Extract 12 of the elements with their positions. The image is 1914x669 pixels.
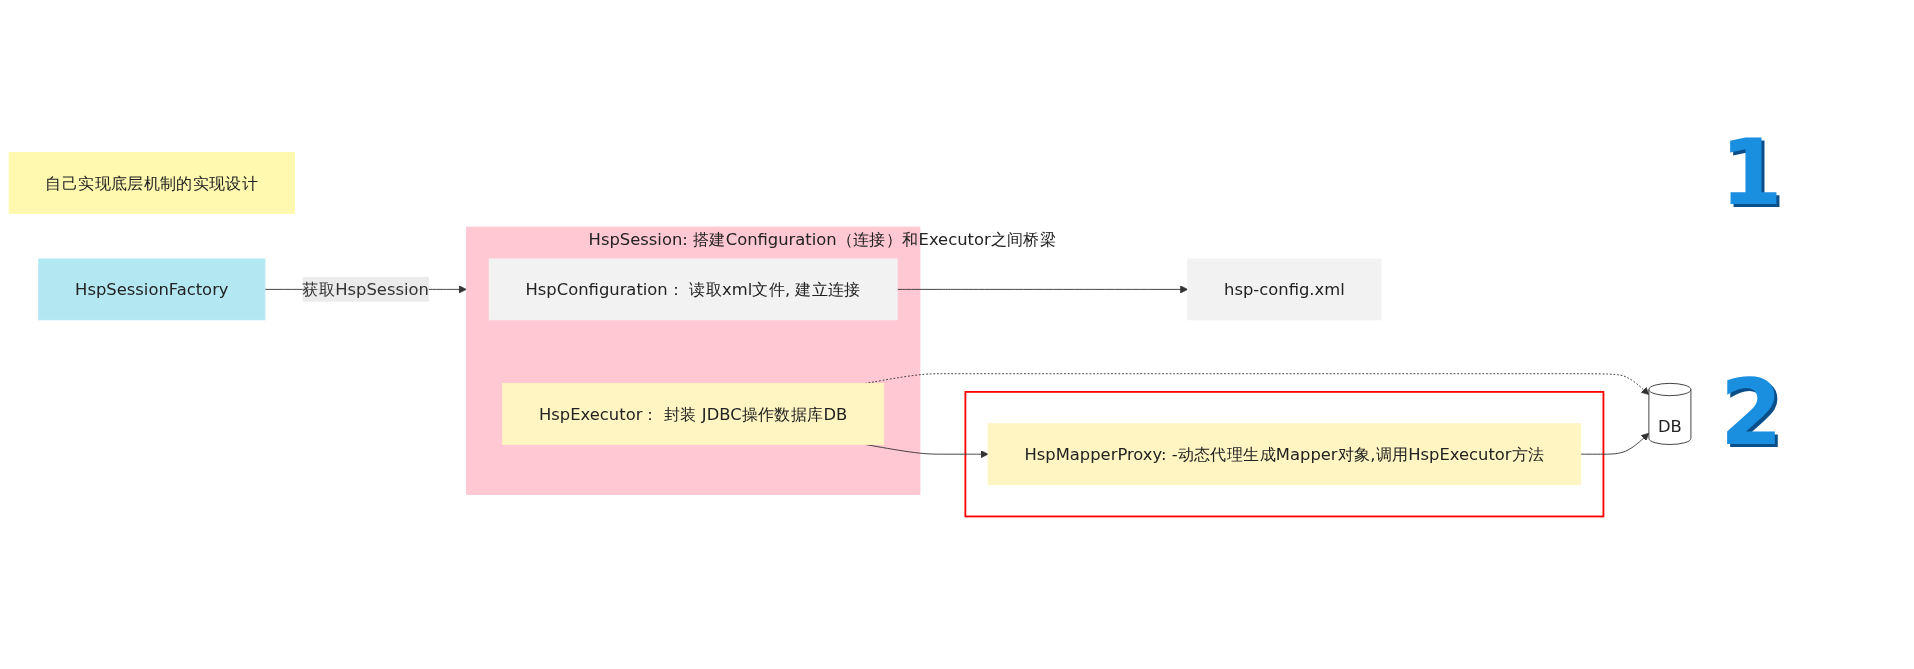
node-box: HspMapperProxy: -动态代理生成Mapper对象,调用HspExecutor方法 [987,423,1582,486]
node-box: HspSessionFactory [38,258,266,321]
cluster [466,226,921,495]
step-number: 2 [1720,360,1783,465]
cluster [964,390,1605,518]
node-label: HspSession: 搭建Configuration（连接）和Executor之间桥梁 [588,229,1057,249]
node-box: 自己实现底层机制的实现设计 [8,152,296,214]
node-box: hsp-config.xml [1187,258,1382,321]
node-box: HspExecutor： 封装 JDBC操作数据库DB [502,383,885,445]
node-box: HspConfiguration： 读取xml文件, 建立连接 [488,258,898,321]
step-number: 1 [1720,120,1783,225]
edge-label: 获取HspSession [302,279,429,299]
